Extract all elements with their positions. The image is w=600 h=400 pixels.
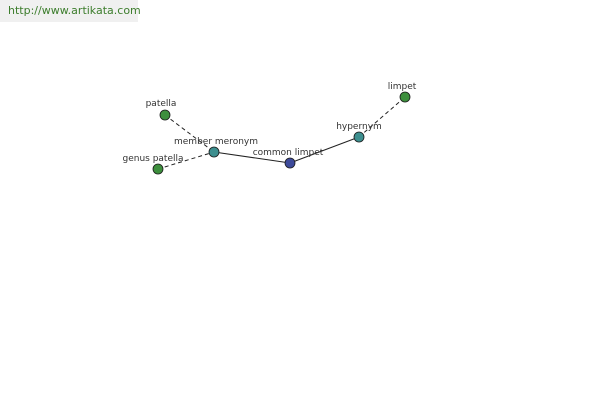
node-common-limpet[interactable]: common limpet — [253, 148, 324, 169]
edge-patella-to-member-meronym — [164, 114, 215, 153]
edge-hypernym-to-limpet — [358, 96, 406, 138]
node-hypernym-dot[interactable] — [353, 131, 365, 143]
node-member-meronym-dot[interactable] — [208, 146, 220, 158]
node-limpet-label[interactable]: limpet — [388, 82, 417, 92]
node-patella-label[interactable]: patella — [146, 99, 177, 109]
node-genus-patella-label[interactable]: genus patella — [122, 154, 183, 164]
node-patella-dot[interactable] — [159, 109, 171, 121]
node-member-meronym[interactable]: member meronym — [174, 137, 258, 158]
node-genus-patella-dot[interactable] — [152, 163, 164, 175]
edge-common-limpet-to-hypernym — [289, 136, 360, 164]
node-common-limpet-label[interactable]: common limpet — [253, 148, 324, 158]
site-url[interactable]: http://www.artikata.com — [0, 0, 141, 22]
edge-member-meronym-to-common-limpet — [213, 151, 291, 164]
node-genus-patella[interactable]: genus patella — [122, 154, 184, 175]
node-patella[interactable]: patella — [146, 99, 177, 121]
node-hypernym-label[interactable]: hypernym — [336, 122, 382, 132]
node-common-limpet-dot[interactable] — [284, 157, 296, 169]
node-member-meronym-label[interactable]: member meronym — [174, 137, 258, 147]
edge-genus-patella-to-member-meronym — [157, 151, 215, 170]
edges-layer — [157, 96, 406, 170]
node-hypernym[interactable]: hypernym — [336, 122, 382, 143]
nodes-layer: patella genus patella member meronymcommon… — [122, 82, 417, 175]
node-limpet-dot[interactable] — [399, 91, 411, 103]
node-limpet[interactable]: limpet — [388, 82, 417, 103]
